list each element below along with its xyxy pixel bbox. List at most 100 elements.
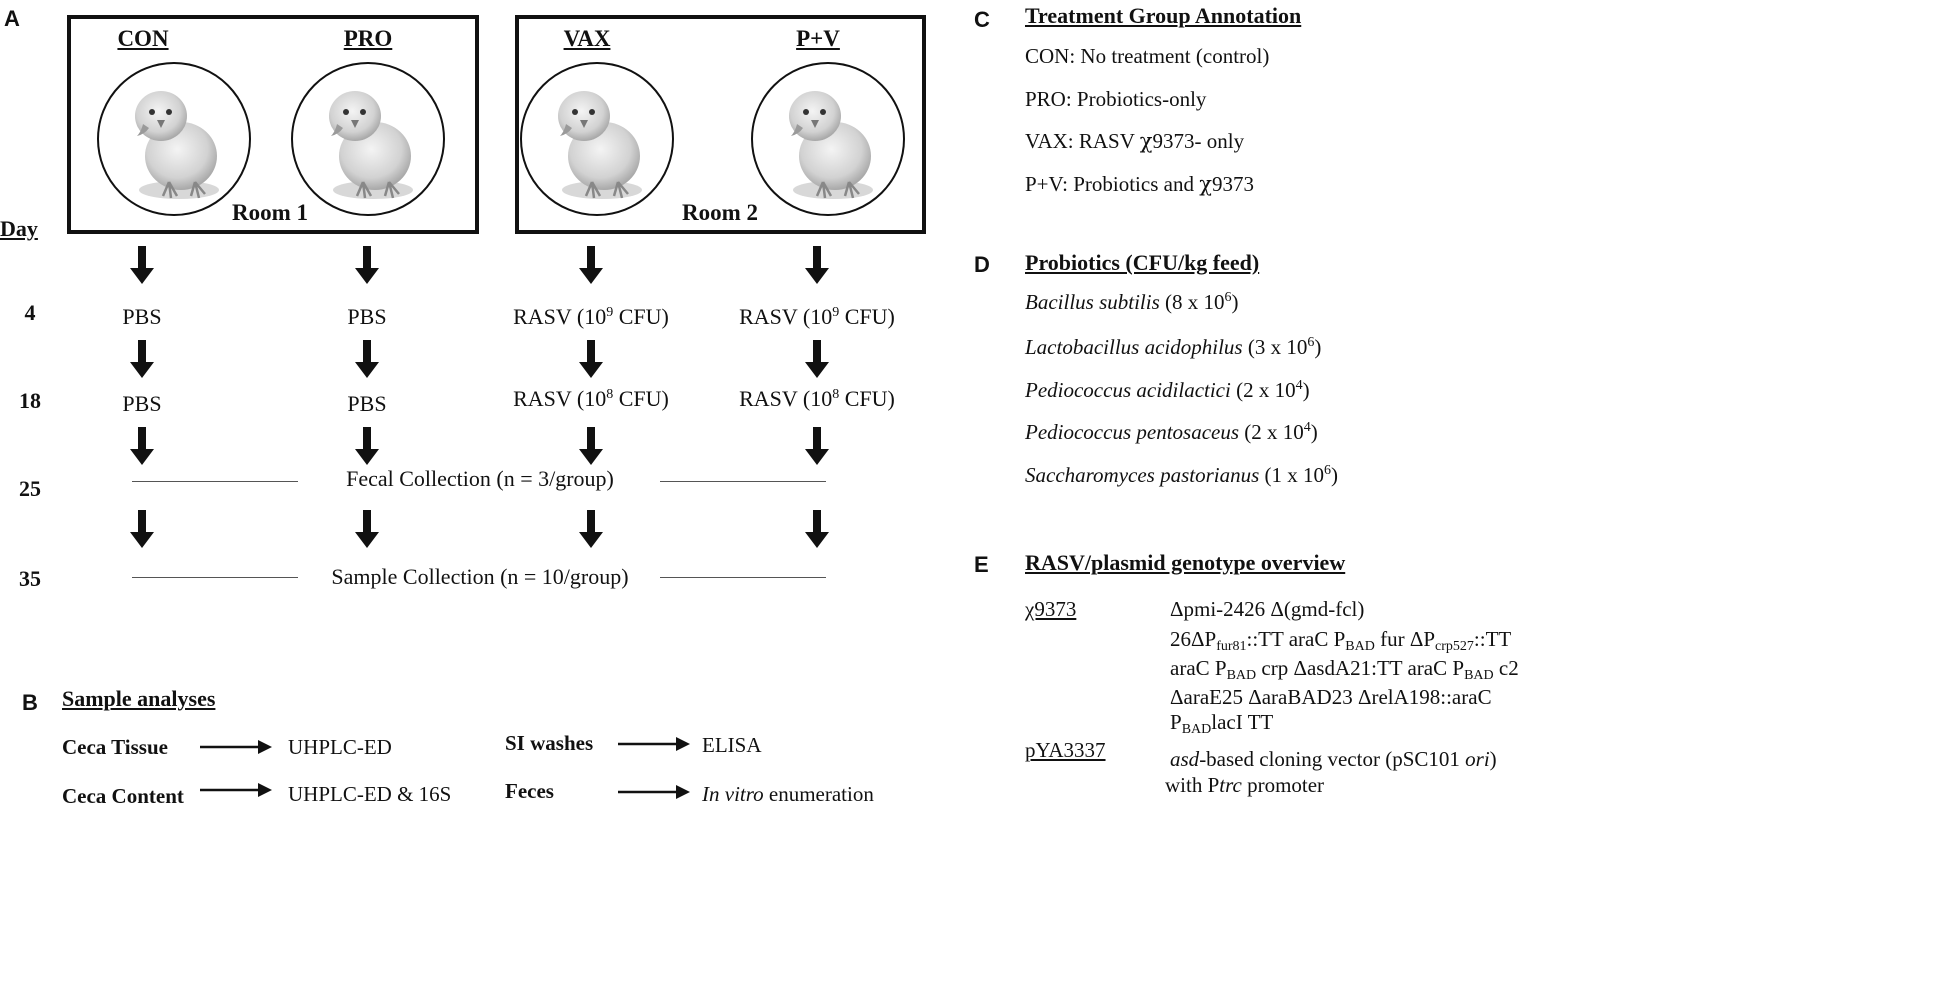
genotype-line-3: araC PBAD crp ΔasdA21:TT araC PBAD c2	[1170, 656, 1519, 684]
dose-unit: CFU)	[613, 304, 669, 329]
probiotic-dose: (8 x 10	[1159, 290, 1225, 314]
treatment-vax-text: VAX: RASV	[1025, 129, 1140, 153]
dose-text: RASV (10	[739, 386, 833, 411]
treatment-con: CON: No treatment (control)	[1025, 44, 1270, 68]
method-feces: In vitro enumeration	[702, 782, 874, 807]
gt-text: araC P	[1170, 656, 1227, 680]
probiotic-item: Saccharomyces pastorianus (1 x 106)	[1025, 463, 1338, 488]
day-label: 18	[19, 388, 41, 413]
strain-number: 9373	[1152, 129, 1195, 153]
chick-icon	[293, 64, 443, 214]
plasmid-label: pYA3337	[1025, 738, 1106, 762]
analyses-heading: Sample analyses	[62, 686, 216, 711]
down-arrow-icon	[130, 510, 154, 548]
probiotic-name: Pediococcus acidilactici	[1025, 378, 1231, 402]
pl-italic: trc	[1219, 773, 1242, 797]
day-label: 4	[24, 300, 36, 325]
day18-vax: RASV (108 CFU)	[476, 386, 706, 412]
treatment-pro: PRO: Probiotics-only	[1025, 87, 1207, 111]
plasmid-line-2: with Ptrc promoter	[1165, 773, 1324, 798]
sample-collection: Sample Collection (n = 10/group)	[331, 564, 629, 589]
chick-image-con	[97, 62, 251, 216]
group-label-con: CON	[117, 26, 169, 51]
chick-icon	[99, 64, 249, 214]
probiotic-close: )	[1314, 335, 1322, 359]
down-arrow-icon	[579, 510, 603, 548]
pl-text: with P	[1165, 773, 1220, 797]
probiotic-name: Lactobacillus acidophilus	[1025, 335, 1243, 359]
group-label-vax: VAX	[563, 26, 611, 51]
day18-con: PBS	[122, 391, 162, 416]
fecal-collection: Fecal Collection (n = 3/group)	[346, 466, 614, 491]
chi-symbol: χ	[1139, 129, 1153, 153]
probiotic-exp: 4	[1303, 420, 1311, 435]
dose-exponent: 9	[606, 305, 614, 320]
probiotic-dose: (2 x 10	[1239, 420, 1304, 444]
dose-text: RASV (10	[739, 304, 833, 329]
dose-text: RASV (10	[513, 386, 607, 411]
panel-letter-b: B	[22, 690, 38, 715]
method-italic: In vitro	[702, 782, 764, 806]
day-header: Day	[0, 216, 38, 241]
down-arrow-icon	[579, 246, 603, 284]
dose-exponent: 8	[606, 387, 614, 402]
right-arrow-icon	[618, 785, 690, 799]
gt-sub: BAD	[1464, 668, 1494, 683]
treatment-heading: Treatment Group Annotation	[1025, 3, 1302, 28]
dose-exponent: 9	[832, 305, 840, 320]
probiotic-dose: (2 x 10	[1230, 378, 1296, 402]
chi-symbol: χ	[1199, 172, 1212, 196]
chick-icon	[522, 64, 672, 214]
dose-unit: CFU)	[839, 304, 895, 329]
day18-pv: RASV (108 CFU)	[702, 386, 932, 412]
down-arrow-icon	[805, 427, 829, 465]
down-arrow-icon	[130, 246, 154, 284]
day4-vax: RASV (109 CFU)	[476, 304, 706, 330]
genotype-heading: RASV/plasmid genotype overview	[1025, 550, 1346, 575]
panel-letter-e: E	[974, 552, 989, 577]
probiotic-close: )	[1310, 420, 1318, 444]
day-label: 35	[19, 566, 41, 591]
room-1-box	[67, 15, 479, 234]
probiotic-exp: 6	[1224, 290, 1232, 305]
method-ceca-tissue: UHPLC-ED	[288, 735, 392, 759]
plasmid-line-1: asd-based cloning vector (pSC101 ori)	[1170, 747, 1497, 772]
right-arrow-icon	[618, 737, 690, 751]
probiotic-item: Lactobacillus acidophilus (3 x 106)	[1025, 335, 1321, 360]
right-arrow-icon	[200, 783, 272, 797]
gt-text: ::TT	[1473, 627, 1512, 651]
method-ceca-content: UHPLC-ED & 16S	[288, 782, 452, 806]
right-arrow-icon	[200, 740, 272, 754]
sample-feces: Feces	[505, 779, 554, 803]
sample-si-washes: SI washes	[505, 731, 594, 755]
day-label: 25	[19, 476, 41, 501]
chick-image-pro	[291, 62, 445, 216]
panel-letter-c: C	[974, 7, 990, 32]
treatment-vax-suffix: - only	[1194, 129, 1245, 153]
divider-line	[660, 481, 826, 482]
day4-con: PBS	[122, 304, 162, 329]
panel-letter-d: D	[974, 252, 990, 277]
gt-text: lacI TT	[1211, 710, 1274, 734]
gt-text: fur ΔP	[1374, 627, 1436, 651]
probiotic-name: Pediococcus pentosaceus	[1025, 420, 1240, 444]
method-rest: enumeration	[763, 782, 874, 806]
probiotic-name: Saccharomyces pastorianus	[1025, 463, 1260, 487]
dose-unit: CFU)	[613, 386, 669, 411]
down-arrow-icon	[355, 427, 379, 465]
down-arrow-icon	[805, 246, 829, 284]
probiotic-exp: 6	[1324, 463, 1332, 478]
sample-ceca-tissue: Ceca Tissue	[62, 735, 168, 759]
probiotic-dose: (3 x 10	[1242, 335, 1308, 359]
genotype-line-1: Δpmi-2426 Δ(gmd-fcl)	[1170, 597, 1365, 621]
probiotic-close: )	[1231, 290, 1239, 314]
room-2-label: Room 2	[681, 200, 759, 225]
divider-line	[132, 577, 298, 578]
gt-sub: fur81	[1216, 639, 1247, 654]
down-arrow-icon	[130, 427, 154, 465]
pl-italic: asd	[1170, 747, 1200, 771]
probiotic-close: )	[1331, 463, 1339, 487]
strain-number: 9373	[1211, 172, 1254, 196]
strain-label: χ9373	[1025, 597, 1077, 621]
down-arrow-icon	[805, 340, 829, 378]
